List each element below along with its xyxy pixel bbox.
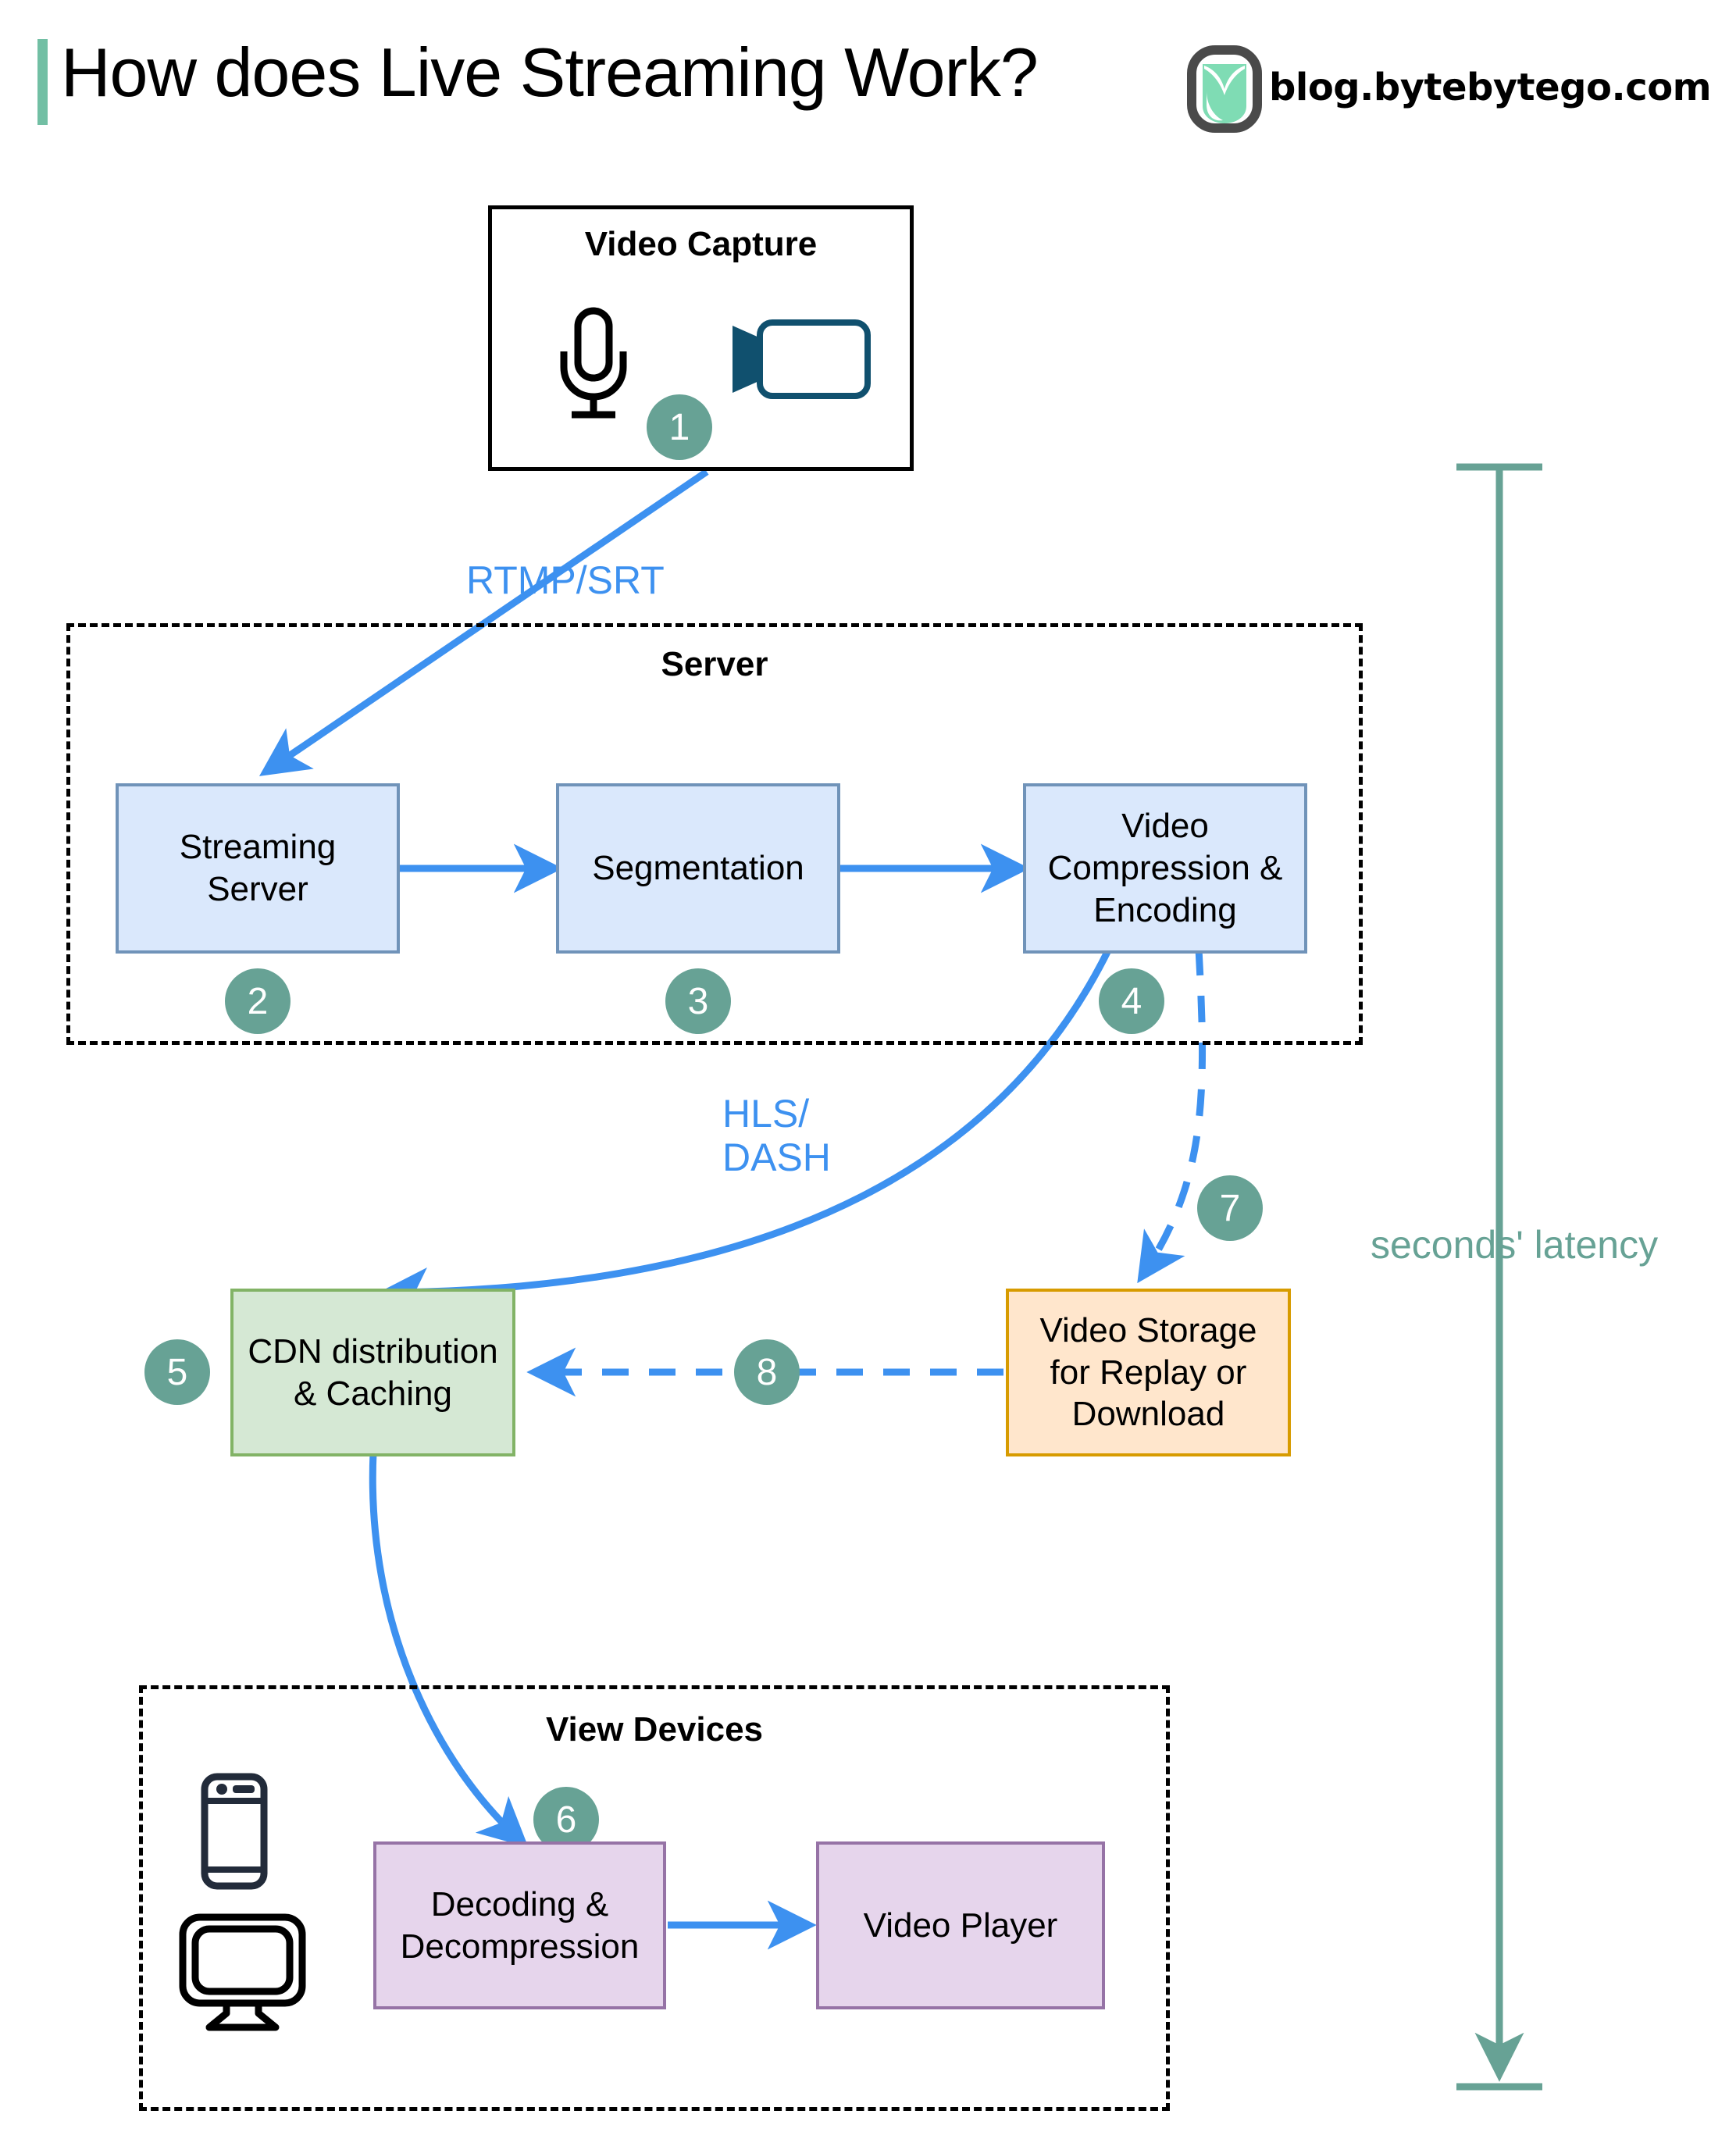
page-header: How does Live Streaming Work? blog.byteb… bbox=[0, 0, 1736, 156]
page-title: How does Live Streaming Work? bbox=[61, 34, 1039, 111]
node-video-compression[interactable]: Video Compression & Encoding bbox=[1023, 783, 1307, 954]
desktop-monitor-icon bbox=[178, 1913, 307, 2031]
title-accent-bar bbox=[37, 39, 48, 125]
server-group bbox=[66, 623, 1363, 1045]
microphone-icon bbox=[547, 305, 640, 422]
server-group-title: Server bbox=[661, 645, 768, 683]
step-badge-7: 7 bbox=[1197, 1175, 1263, 1241]
node-streaming-server[interactable]: Streaming Server bbox=[116, 783, 400, 954]
step-badge-5: 5 bbox=[144, 1339, 210, 1405]
step-badge-2: 2 bbox=[225, 968, 291, 1034]
edge-label-hls-dash: HLS/ DASH bbox=[722, 1092, 831, 1179]
video-camera-icon bbox=[725, 316, 873, 402]
brand-link[interactable]: blog.bytebytego.com bbox=[1269, 66, 1712, 109]
node-segmentation[interactable]: Segmentation bbox=[556, 783, 840, 954]
node-video-storage[interactable]: Video Storage for Replay or Download bbox=[1006, 1289, 1291, 1456]
bytebytego-logo-icon bbox=[1187, 45, 1262, 133]
step-badge-1: 1 bbox=[647, 394, 712, 460]
node-video-player[interactable]: Video Player bbox=[816, 1841, 1105, 2009]
step-badge-8: 8 bbox=[734, 1339, 800, 1405]
step-badge-3: 3 bbox=[665, 968, 731, 1034]
node-cdn[interactable]: CDN distribution & Caching bbox=[230, 1289, 515, 1456]
video-capture-title: Video Capture bbox=[584, 225, 818, 263]
latency-bracket bbox=[1456, 463, 1542, 2091]
view-devices-title: View Devices bbox=[545, 1710, 764, 1749]
latency-label: seconds' latency bbox=[1371, 1223, 1659, 1267]
step-badge-4: 4 bbox=[1099, 968, 1164, 1034]
view-devices-group bbox=[139, 1685, 1170, 2111]
node-decoding[interactable]: Decoding & Decompression bbox=[373, 1841, 666, 2009]
edge-label-rtmp-srt: RTMP/SRT bbox=[466, 558, 665, 602]
mobile-phone-icon bbox=[195, 1773, 273, 1890]
